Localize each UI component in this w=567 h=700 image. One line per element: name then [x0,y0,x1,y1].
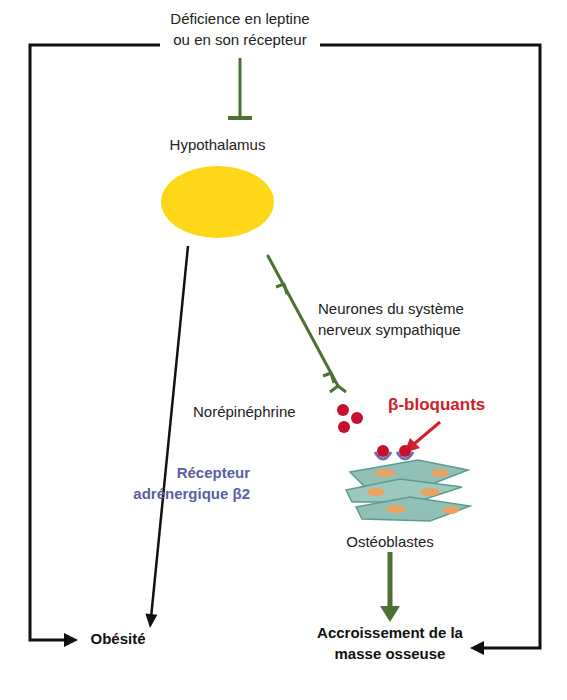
node-label: Hypothalamus [160,134,275,155]
neuron-label: Neurones du système nerveux sympathique [318,298,488,340]
connector-line [320,45,540,648]
condition-text: Déficience en leptine ou en son récepteu… [160,8,320,58]
hypothalamus-ellipse: Hypothalamus [160,118,275,246]
bound-ligand [377,445,389,457]
arrowhead [380,606,400,622]
connector-line [388,552,393,609]
outcome-text: Obésité [78,628,158,652]
cell-nucleus [367,488,385,496]
node-texts: Hypothalamus [160,118,275,155]
neuron-fork [323,373,334,383]
connector [145,246,188,628]
norepinephrine-dot [337,404,349,416]
norepinephrine-dot [351,412,363,424]
node-label: Obésité [78,628,158,649]
connector-line [239,58,242,118]
connector [228,58,252,118]
norepinephrine-dot [338,421,350,433]
receptor-label: Récepteur adrénergique β2 [110,462,250,504]
bound-ligand [399,445,411,457]
connector [380,552,400,622]
cell-nucleus [443,506,459,514]
hypothalamus-shape [161,166,274,238]
node-label: Accroissement de la masse osseuse [310,622,470,664]
node-texts: Déficience en leptine ou en son récepteu… [160,8,320,50]
ellipse-shape [160,158,275,246]
arrowhead [145,613,157,628]
arrowhead [64,633,78,647]
cell-nucleus [375,469,395,477]
connector-line [30,45,160,640]
drug-label: β-bloquants [388,394,508,415]
node-texts: Accroissement de la masse osseuse [310,622,470,664]
node-texts: Ostéoblastes [310,531,470,552]
arrowhead [470,641,484,655]
blocker-arrow [414,422,440,444]
cell-nucleus [386,505,406,513]
node-label: Déficience en leptine ou en son récepteu… [160,8,320,50]
osteoblast-cell [356,497,470,521]
molecule-label: Norépinéphrine [193,401,333,422]
connector-line [151,246,188,617]
neuron-fork [276,284,287,294]
connector [320,45,540,655]
node-label: Ostéoblastes [310,531,470,552]
synapse-end [330,386,346,392]
connector [30,45,160,647]
inhibition-bar [228,116,252,120]
cell-nucleus [431,469,449,477]
node-texts: Obésité [78,628,158,649]
outcome-text: Accroissement de la masse osseuse [310,622,470,668]
cell-nucleus [420,488,440,496]
osteoblast-group: Ostéoblastes [330,440,450,552]
